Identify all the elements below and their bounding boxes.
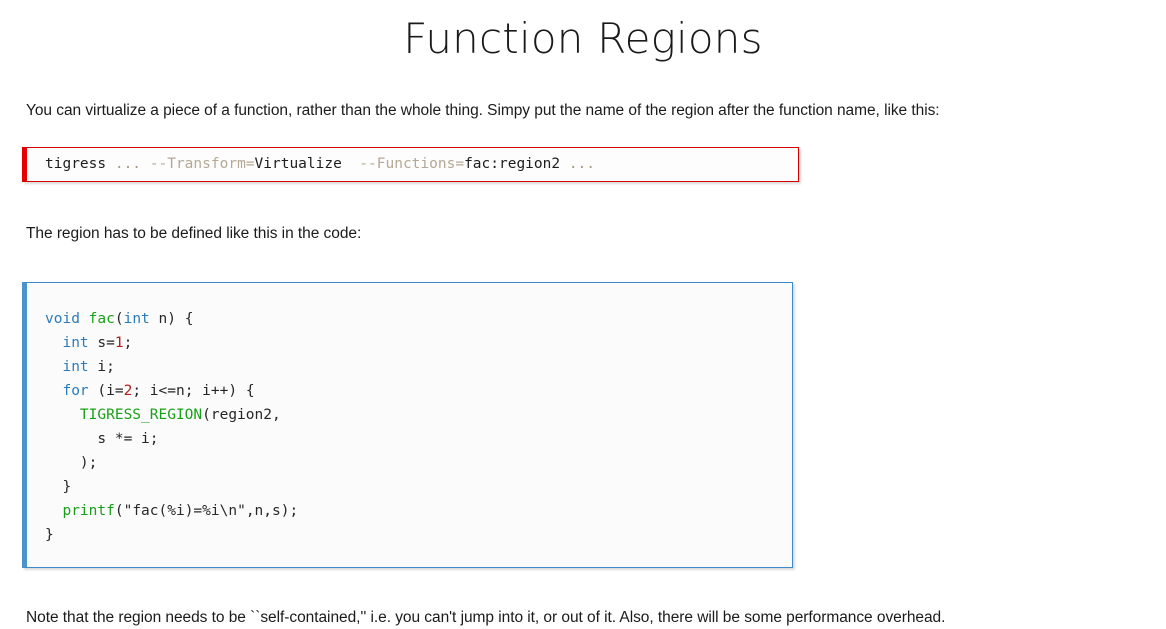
code-line: int s=1; [45,335,132,351]
code-token: ( [114,503,124,519]
code-token: n) { [149,311,194,327]
command-token: ... [568,156,596,172]
command-token: tigress [45,156,115,172]
code-token: void [45,311,80,327]
command-token: --Functions= [359,156,465,172]
code-token: int [62,359,89,375]
command-token: Virtualize [254,156,360,172]
command-callout-box: tigress ... --Transform=Virtualize --Fun… [22,147,799,182]
code-token [80,311,89,327]
code-token: TIGRESS_REGION [79,407,203,423]
command-line-text: tigress ... --Transform=Virtualize --Fun… [27,153,798,176]
code-token: ( [114,311,124,327]
code-token: "fac(%i)=%i\n" [123,503,246,519]
code-token: } [62,479,72,495]
code-line: } [45,479,71,495]
code-line: int i; [45,359,115,375]
code-token: s= [88,335,115,351]
code-token: ); [79,455,98,471]
code-token: int [62,335,89,351]
code-snippet: void fac(int n) { int s=1; int i; for (i… [27,307,792,547]
code-token: i; [88,359,115,375]
code-token: 2 [123,383,133,399]
command-token: --Transform= [149,156,255,172]
code-token: printf [62,503,115,519]
code-token: ,n,s); [245,503,299,519]
code-token: (region2, [202,407,281,423]
code-token: 1 [114,335,124,351]
code-line: } [45,527,54,543]
code-token: for [62,383,89,399]
middle-paragraph: The region has to be defined like this i… [26,225,362,242]
code-token: fac [88,311,115,327]
code-line: for (i=2; i<=n; i++) { [45,383,255,399]
command-token: fac:region2 [464,156,569,172]
note-paragraph: Note that the region needs to be ``self-… [26,609,946,626]
code-token: ; [123,335,133,351]
command-token: ... [114,156,150,172]
code-token: ; i<=n; i++) { [132,383,255,399]
code-line: TIGRESS_REGION(region2, [45,407,281,423]
code-line: printf("fac(%i)=%i\n",n,s); [45,503,298,519]
code-line: s *= i; [45,431,159,447]
code-token: } [45,527,54,543]
code-line: void fac(int n) { [45,311,193,327]
page-title: Function Regions [403,14,763,63]
code-token: int [123,311,150,327]
code-token: (i= [88,383,124,399]
intro-paragraph: You can virtualize a piece of a function… [26,102,940,119]
code-line: ); [45,455,97,471]
code-callout-box: void fac(int n) { int s=1; int i; for (i… [22,282,793,568]
code-token: s *= i; [97,431,159,447]
